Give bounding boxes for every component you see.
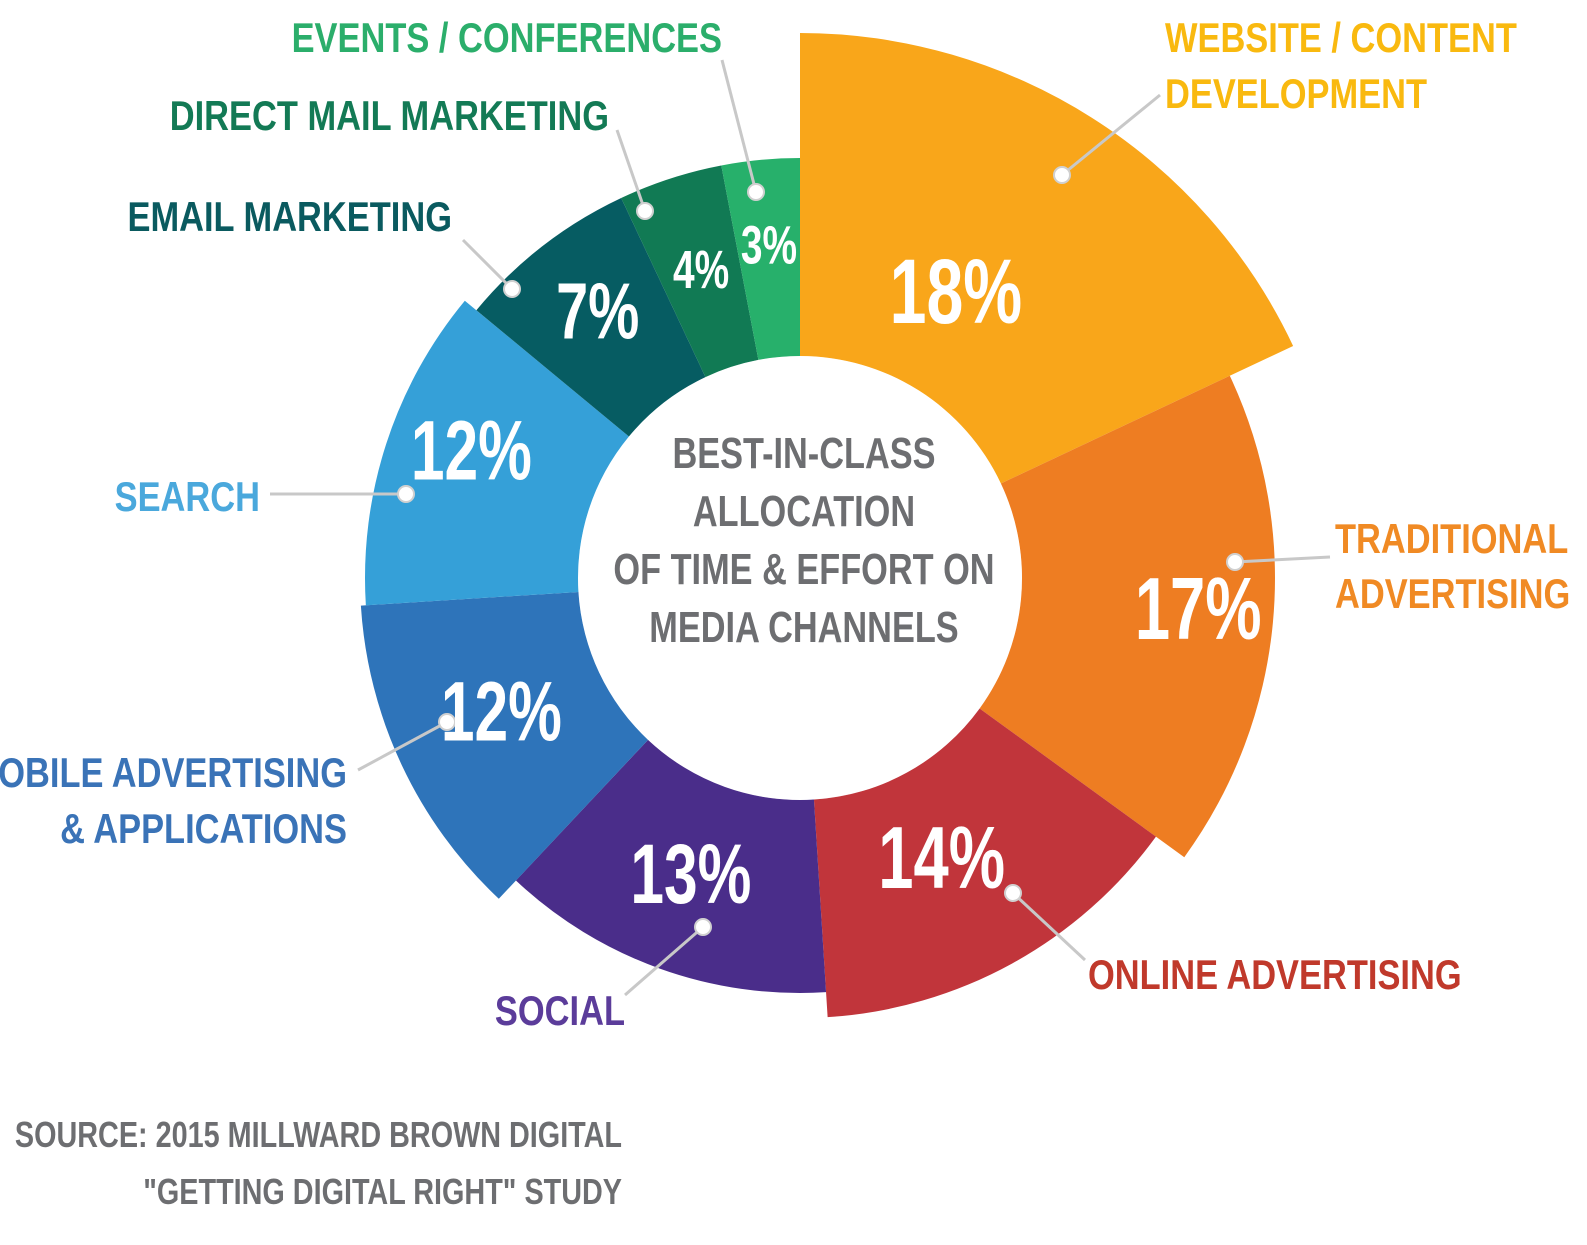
leader-line-4 xyxy=(624,925,704,997)
chart-title-line-4: MEDIA CHANNELS xyxy=(649,603,958,652)
chart-title-line-2: ALLOCATION xyxy=(693,487,915,536)
leader-line-8 xyxy=(615,129,647,212)
leader-dot-1 xyxy=(1053,166,1071,184)
value-label-3: 14% xyxy=(878,810,1005,908)
category-label-3-line-1: ONLINE ADVERTISING xyxy=(1088,952,1462,999)
slice-4 xyxy=(515,739,827,993)
category-label-5-line-2: & APPLICATIONS xyxy=(60,806,347,853)
leader-dot-7 xyxy=(503,280,521,298)
value-label-5: 12% xyxy=(441,665,562,759)
leader-dot-9 xyxy=(747,183,765,201)
slice-2 xyxy=(979,375,1275,858)
leader-line-5 xyxy=(357,720,448,772)
leader-line-1 xyxy=(1061,93,1161,177)
category-label-5-line-1: MOBILE ADVERTISING xyxy=(0,750,347,797)
category-label-1-line-2: DEVELOPMENT xyxy=(1165,71,1428,118)
chart-title-line-3: OF TIME & EFFORT ON xyxy=(613,545,994,594)
leader-dot-6 xyxy=(397,485,415,503)
slice-1 xyxy=(800,33,1294,484)
slice-6 xyxy=(365,300,629,606)
slice-8 xyxy=(621,165,759,378)
category-label-9-line-1: EVENTS / CONFERENCES xyxy=(292,15,722,62)
category-label-2-line-1: TRADITIONAL xyxy=(1335,516,1568,563)
leader-dot-8 xyxy=(636,202,654,220)
slice-9 xyxy=(721,158,800,360)
category-label-6-line-1: SEARCH xyxy=(115,474,260,521)
slice-5 xyxy=(360,591,649,899)
category-label-8-line-1: DIRECT MAIL MARKETING xyxy=(170,93,609,140)
slice-7 xyxy=(476,197,706,437)
leader-dot-3 xyxy=(1004,884,1022,902)
center-disk xyxy=(616,394,984,762)
chart-title: BEST-IN-CLASS ALLOCATION OF TIME & EFFORT … xyxy=(613,429,994,652)
leader-line-7 xyxy=(461,238,514,291)
slice-group xyxy=(360,33,1294,1018)
source-line-2: "GETTING DIGITAL RIGHT" STUDY xyxy=(143,1171,622,1212)
value-label-2: 17% xyxy=(1135,561,1262,659)
leader-line-9 xyxy=(720,59,758,193)
category-labels: WEBSITE / CONTENT DEVELOPMENT TRADITIONAL A… xyxy=(0,15,1570,1035)
leader-dot-2 xyxy=(1226,553,1244,571)
category-label-1-line-1: WEBSITE / CONTENT xyxy=(1165,15,1517,62)
leader-lines xyxy=(270,59,1331,997)
source-line-1: SOURCE: 2015 MILLWARD BROWN DIGITAL xyxy=(15,1114,622,1155)
value-label-6: 12% xyxy=(411,404,532,498)
center-hole xyxy=(578,356,1022,800)
leader-line-3 xyxy=(1011,891,1087,962)
category-label-4-line-1: SOCIAL xyxy=(495,988,625,1035)
leader-dot-4 xyxy=(694,918,712,936)
value-label-8: 4% xyxy=(673,239,729,300)
category-label-7-line-1: EMAIL MARKETING xyxy=(127,194,452,241)
value-labels: 18% 17% 14% 13% 12% 12% 7% 4%3% xyxy=(411,214,1262,921)
leader-dot-5 xyxy=(438,713,456,731)
value-label-4: 13% xyxy=(630,827,751,921)
leader-line-2 xyxy=(1234,555,1331,564)
category-label-2-line-2: ADVERTISING xyxy=(1335,571,1570,618)
source-note: SOURCE: 2015 MILLWARD BROWN DIGITAL "GETT… xyxy=(15,1114,622,1212)
value-label-7: 7% xyxy=(556,266,639,356)
chart-title-line-1: BEST-IN-CLASS xyxy=(672,429,935,478)
slice-3 xyxy=(813,708,1156,1018)
value-label-1: 18% xyxy=(890,239,1023,342)
value-label-9: 3% xyxy=(741,214,797,275)
